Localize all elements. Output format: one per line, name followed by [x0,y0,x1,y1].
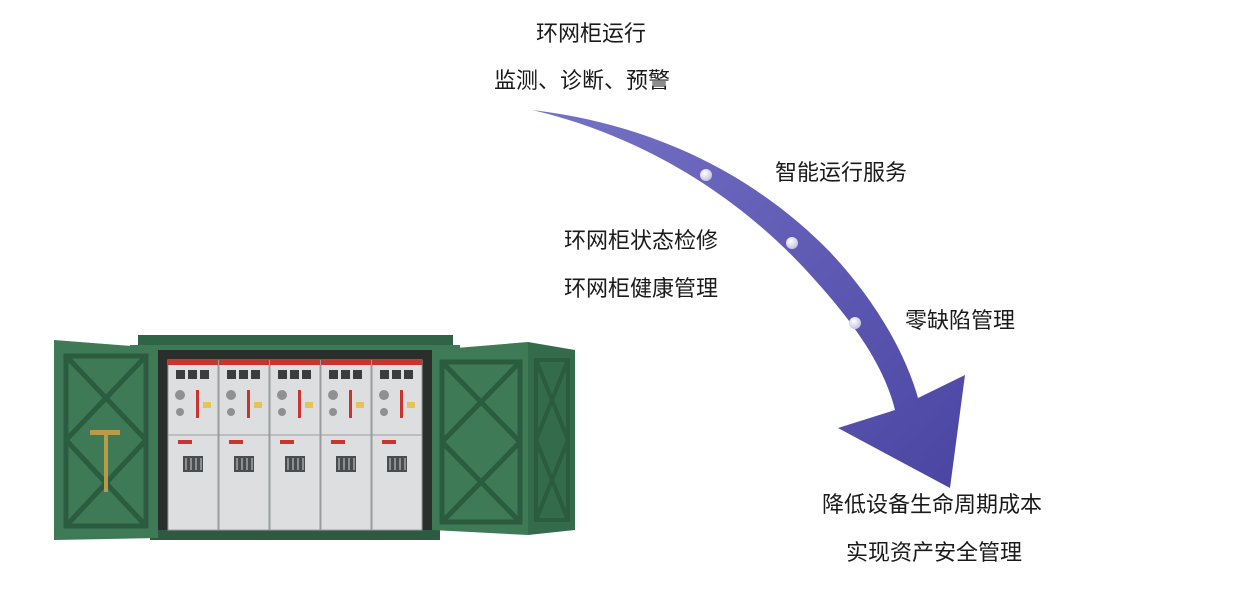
result-label-line1: 降低设备生命周期成本 [822,493,1043,518]
stage1-label: 智能运行服务 [775,161,908,186]
stage3-label: 零缺陷管理 [905,309,1016,334]
switchgear-panel [218,359,270,531]
switchgear-panel [167,359,219,531]
switchgear-panel [320,359,372,531]
stage2-label-line2: 环网柜健康管理 [564,277,719,302]
arrow-body [532,110,965,488]
switchgear-panel [269,359,321,531]
stage-dot-3 [849,317,861,329]
top-label-line1: 环网柜运行 [536,22,647,47]
stage2-label-line1: 环网柜状态检修 [564,229,719,254]
top-label-line2: 监测、诊断、预警 [494,69,671,94]
stage-dot-1 [700,169,712,181]
stage-dot-2 [786,237,798,249]
result-label-line2: 实现资产安全管理 [846,541,1023,566]
switchgear-panel [371,359,423,531]
